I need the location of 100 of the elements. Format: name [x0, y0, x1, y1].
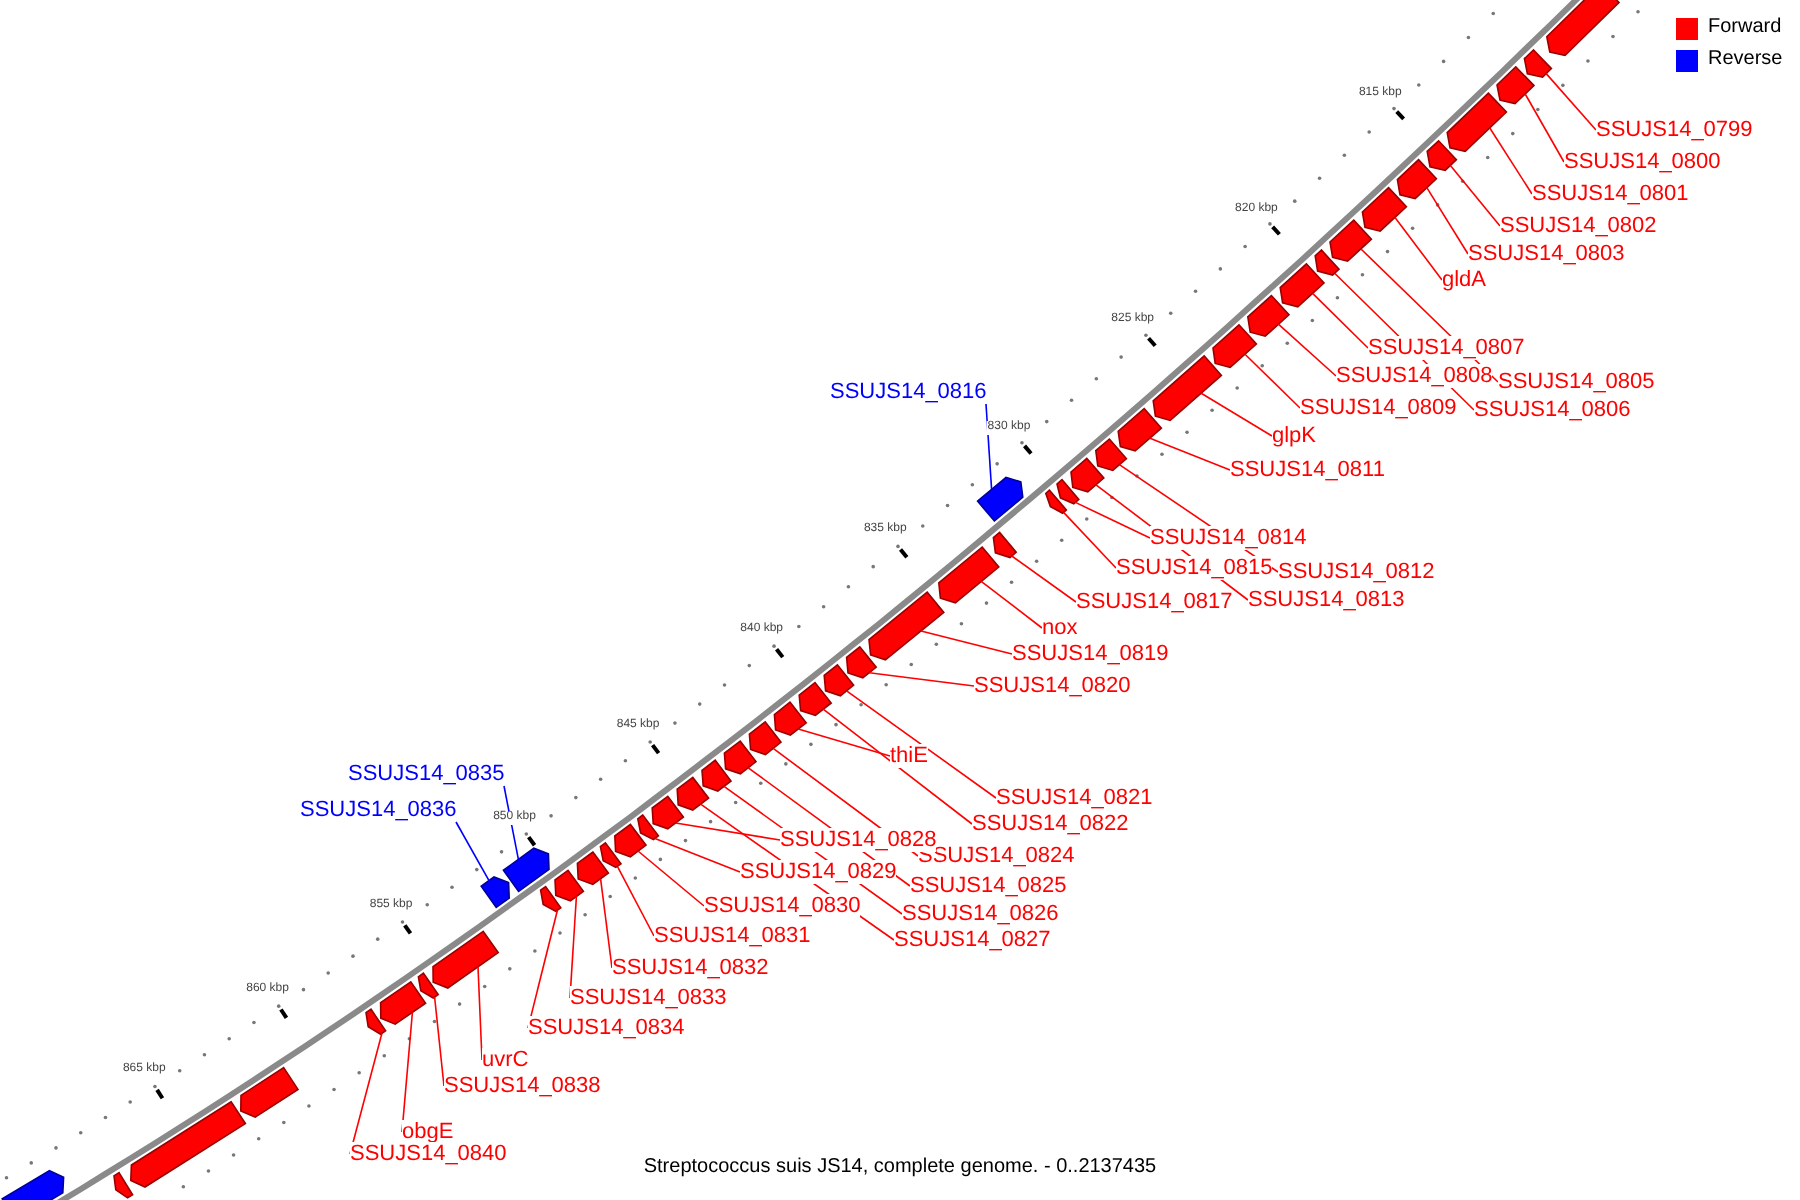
- gene-label: SSUJS14_0809: [1300, 396, 1457, 420]
- gene-block: [748, 720, 783, 756]
- gene-block: [1279, 262, 1326, 308]
- gene-label: SSUJS14_0799: [1596, 118, 1753, 142]
- gene-block: [773, 701, 808, 736]
- leader-line: [845, 690, 997, 799]
- leader-line: [433, 996, 445, 1087]
- leader-line: [1489, 127, 1533, 195]
- leader-line: [1449, 164, 1501, 227]
- gene-label: SSUJS14_0800: [1564, 150, 1721, 174]
- leader-line: [1394, 216, 1443, 281]
- leader-line: [477, 966, 483, 1061]
- gene-block: [599, 841, 623, 869]
- leader-line: [1200, 392, 1273, 437]
- gene-block: [1070, 457, 1105, 493]
- gene-label: SSUJS14_0815: [1116, 556, 1273, 580]
- gene-block: [113, 1171, 134, 1199]
- gene-block: [1044, 489, 1068, 515]
- gene-block: [1246, 294, 1291, 338]
- leader-line: [920, 630, 1013, 655]
- leader-line: [797, 728, 891, 757]
- gene-label: SSUJS14_0811: [1230, 458, 1385, 482]
- gene-block: [1212, 323, 1258, 369]
- gene-label: SSUJS14_0820: [974, 674, 1131, 698]
- gene-label: SSUJS14_0805: [1498, 370, 1655, 394]
- gene-block: [1396, 158, 1438, 200]
- gene-block: [868, 591, 945, 661]
- gene-block: [554, 869, 585, 902]
- legend-label: Reverse: [1708, 48, 1783, 72]
- gene-label: SSUJS14_0821: [996, 786, 1153, 810]
- gene-block: [636, 813, 660, 841]
- gene-block: [129, 1100, 247, 1188]
- gene-label: SSUJS14_0825: [910, 874, 1067, 898]
- gene-label: SSUJS14_0806: [1474, 398, 1631, 422]
- gene-label: SSUJS14_0826: [902, 902, 1059, 926]
- gene-label: thiE: [890, 744, 928, 768]
- leader-line: [1524, 93, 1565, 163]
- gene-block: [676, 776, 710, 811]
- gene-label: SSUJS14_0814: [1150, 526, 1307, 550]
- gene-label: SSUJS14_0819: [1012, 642, 1169, 666]
- gene-block: [480, 876, 510, 909]
- caption: Streptococcus suis JS14, complete genome. - 0..2137435: [641, 1156, 1159, 1178]
- gene-label: SSUJS14_0817: [1076, 590, 1233, 614]
- gene-block: [365, 1008, 387, 1036]
- gene-label: SSUJS14_0834: [528, 1016, 685, 1040]
- leader-line: [1311, 292, 1369, 349]
- leader-line: [455, 821, 490, 882]
- gene-block: [992, 531, 1018, 559]
- leader-line: [1062, 511, 1117, 569]
- leader-line: [1149, 437, 1231, 471]
- gene-label: SSUJS14_0831: [654, 924, 811, 948]
- gene-label: glpK: [1272, 424, 1317, 448]
- gene-block: [823, 663, 855, 697]
- gene-block: [1426, 139, 1458, 172]
- leader-line: [1074, 501, 1151, 539]
- gene-label: SSUJS14_0828: [780, 828, 937, 852]
- leader-line: [980, 580, 1043, 629]
- gene-label: SSUJS14_0802: [1500, 214, 1657, 238]
- gene-label: obgE: [402, 1120, 454, 1144]
- gene-label: SSUJS14_0812: [1278, 560, 1435, 584]
- gene-label: SSUJS14_0822: [972, 812, 1129, 836]
- gene-block: [1152, 354, 1223, 422]
- gene-block: [1446, 92, 1508, 153]
- leader-line: [674, 822, 781, 841]
- leader-line: [868, 672, 975, 687]
- gene-block: [539, 885, 562, 913]
- gene-label: SSUJS14_0835: [348, 762, 505, 786]
- leader-line: [654, 837, 741, 873]
- gene-block: [1545, 0, 1621, 57]
- gene-label: gldA: [1442, 268, 1487, 292]
- gene-block: [976, 476, 1024, 523]
- gene-block: [701, 759, 733, 792]
- gene-block: [651, 795, 685, 830]
- gene-label: SSUJS14_0829: [740, 860, 897, 884]
- gene-label: SSUJS14_0833: [570, 986, 727, 1010]
- gene-label: SSUJS14_0807: [1368, 336, 1525, 360]
- gene-block: [798, 681, 833, 717]
- gene-block: [937, 545, 1000, 604]
- leader-line: [985, 403, 993, 491]
- gene-label: SSUJS14_0838: [444, 1074, 601, 1098]
- leader-line: [503, 785, 520, 861]
- gene-block: [502, 847, 550, 893]
- gene-block: [1361, 186, 1408, 233]
- gene-block: [240, 1066, 300, 1119]
- gene-label: SSUJS14_0827: [894, 928, 1051, 952]
- leader-line: [1011, 555, 1077, 603]
- gene-label: SSUJS14_0816: [830, 380, 987, 404]
- gene-block: [576, 850, 610, 886]
- gene-block: [432, 930, 500, 989]
- leader-line: [637, 850, 705, 907]
- gene-block: [379, 980, 427, 1026]
- gene-block: [1523, 48, 1553, 79]
- gene-block: [723, 740, 758, 775]
- gene-label: SSUJS14_0808: [1336, 364, 1493, 388]
- gene-block: [845, 645, 878, 679]
- gene-block: [1496, 65, 1536, 105]
- gene-block: [1094, 437, 1128, 472]
- gene-label: SSUJS14_0830: [704, 894, 861, 918]
- gene-block: [1056, 478, 1080, 505]
- leader-line: [1244, 353, 1301, 409]
